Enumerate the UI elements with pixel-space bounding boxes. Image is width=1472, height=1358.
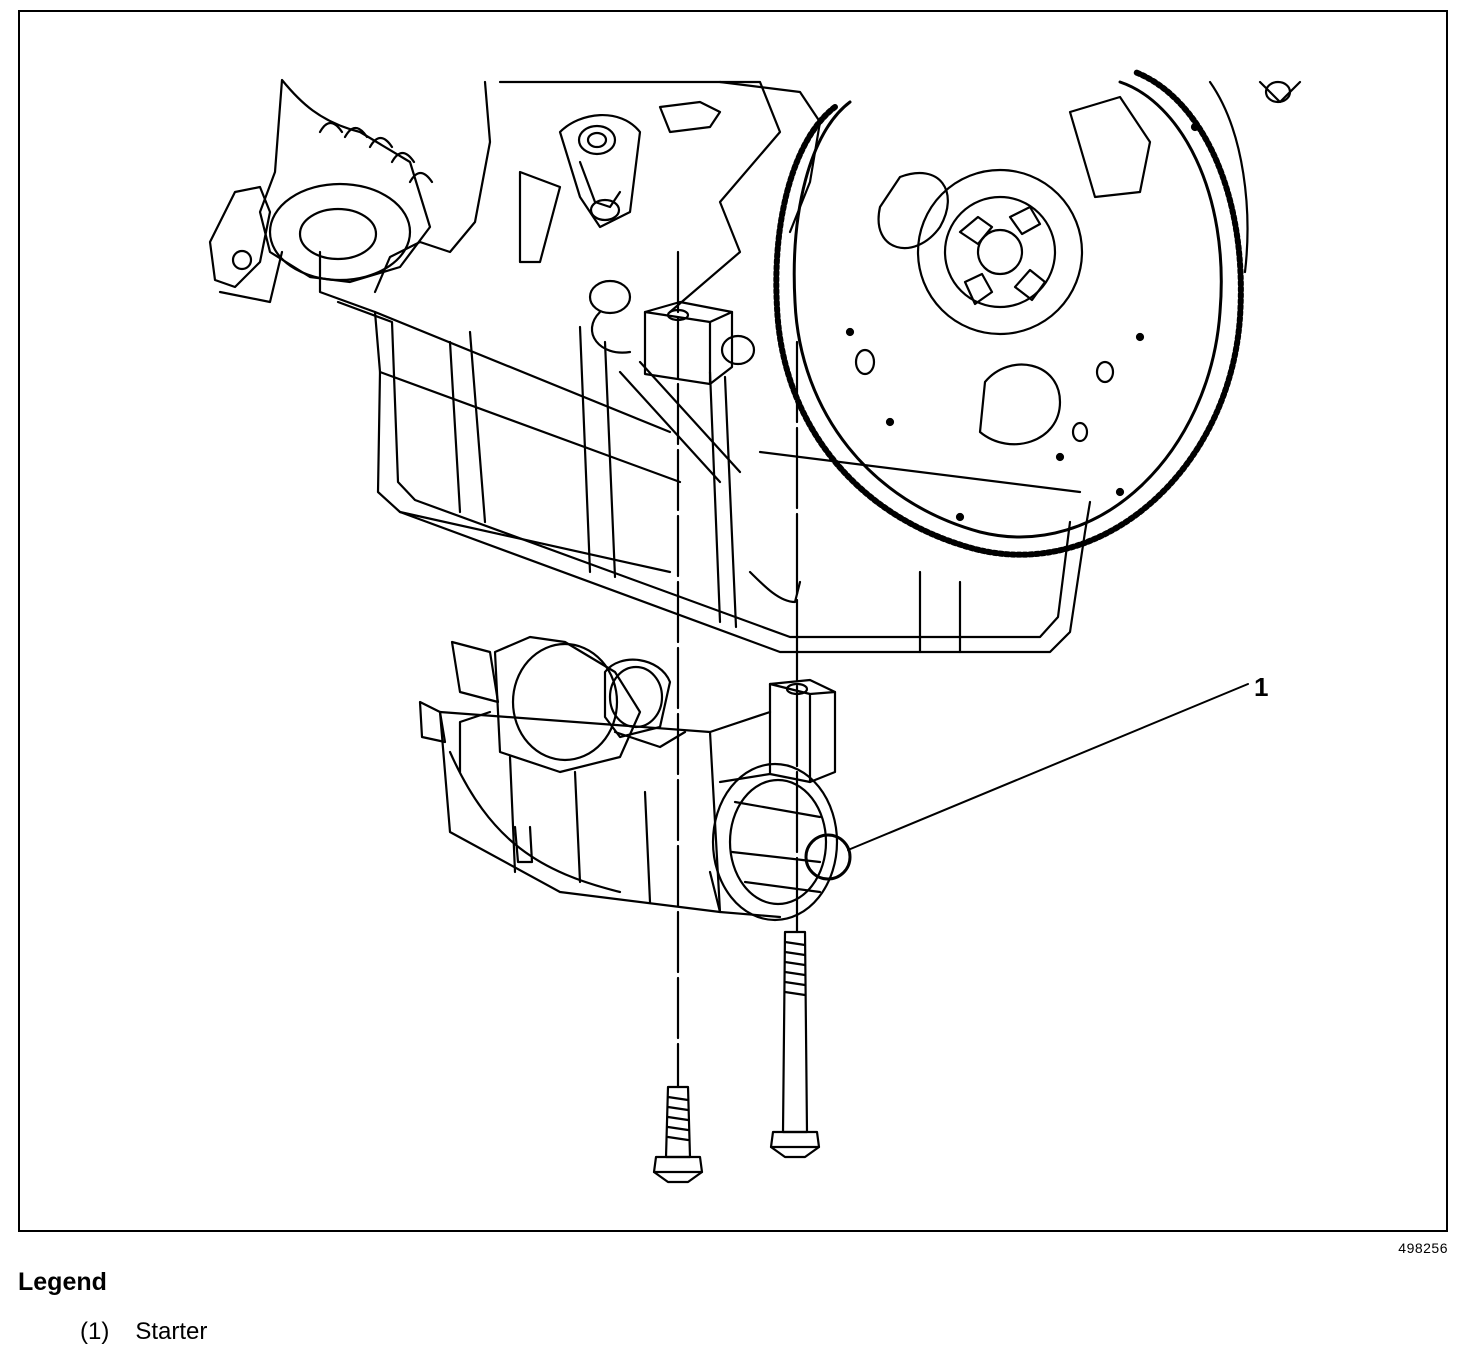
engine-mount-boss bbox=[643, 300, 756, 386]
callout-label-1: 1 bbox=[1254, 672, 1268, 702]
engine-starter-illustration: 1 bbox=[208, 69, 1302, 1184]
figure-id-number: 498256 bbox=[1398, 1240, 1448, 1256]
legend-list: (1) Starter bbox=[80, 1318, 207, 1346]
alignment-lines bbox=[676, 250, 799, 1089]
legend-item-number: (1) bbox=[80, 1318, 110, 1345]
starter-motor bbox=[418, 635, 852, 922]
callout-1: 1 bbox=[847, 672, 1268, 851]
diagram-frame: 1 bbox=[18, 10, 1448, 1232]
legend-item-text: Starter bbox=[135, 1318, 208, 1345]
engine-block bbox=[318, 80, 1092, 654]
legend-title: Legend bbox=[18, 1268, 107, 1296]
mounting-bolt-short bbox=[652, 1085, 704, 1184]
legend-item: (1) Starter bbox=[80, 1318, 207, 1346]
flywheel bbox=[773, 69, 1302, 558]
pulley-assembly bbox=[208, 78, 434, 304]
mounting-bolt-long bbox=[769, 930, 821, 1159]
